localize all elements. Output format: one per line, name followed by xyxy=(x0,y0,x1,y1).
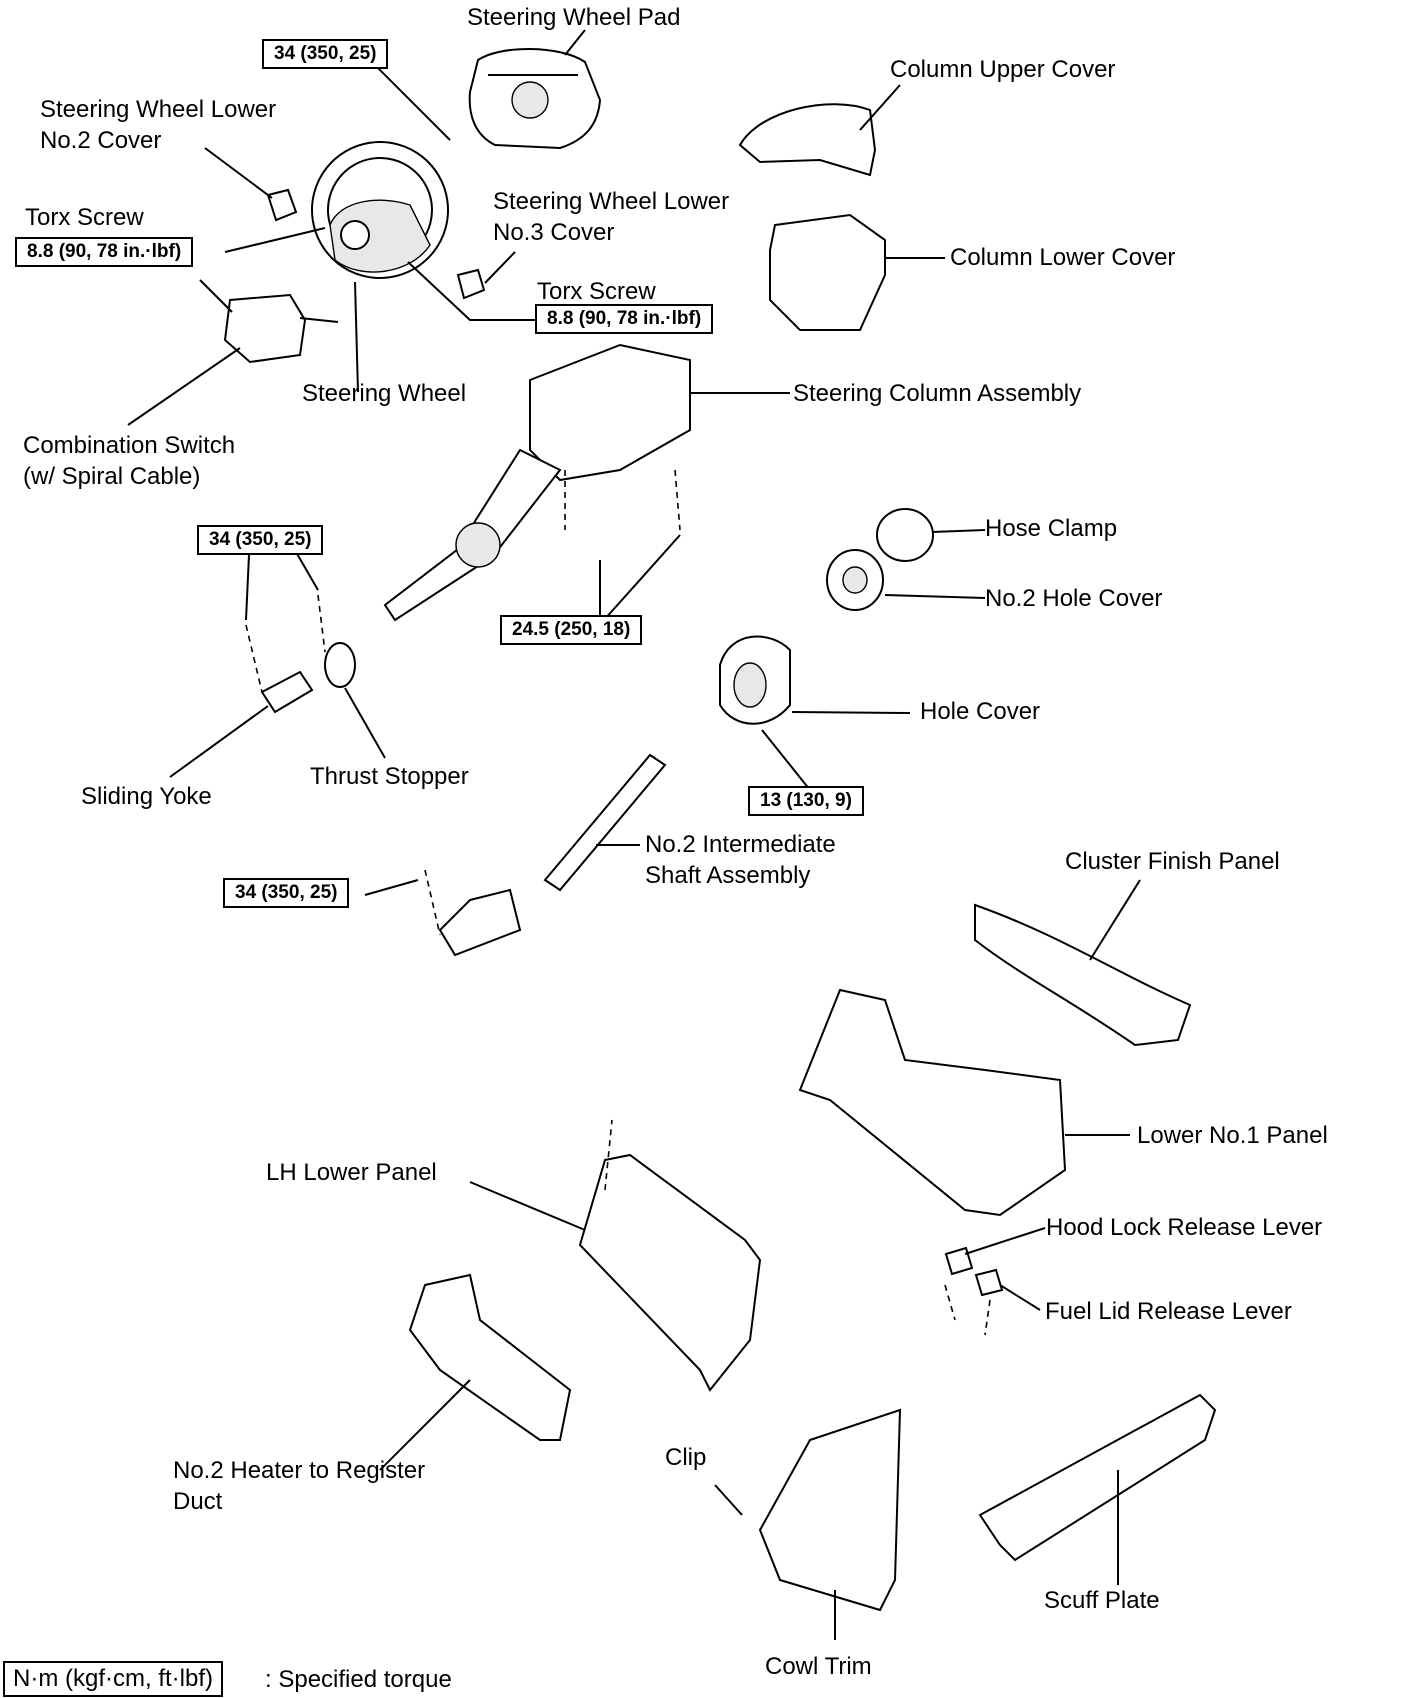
label-steering-column-assembly: Steering Column Assembly xyxy=(793,380,1082,407)
sliding-yoke-part xyxy=(260,670,314,714)
label-steering-wheel: Steering Wheel xyxy=(302,380,467,407)
torque-box-yoke-bolts: 34 (350, 25) xyxy=(197,525,324,555)
cowl-trim-part xyxy=(758,1408,902,1612)
torque-box-torx-left: 8.8 (90, 78 in.·lbf) xyxy=(15,237,194,267)
combination-switch-part xyxy=(199,279,339,364)
hood-lock-lever-part xyxy=(944,1246,974,1276)
steering-wheel-pad-part xyxy=(468,48,602,150)
fuel-lid-lever-part xyxy=(974,1268,1004,1297)
sw-lower-no3-cover-part xyxy=(456,268,486,300)
label-scuff-plate: Scuff Plate xyxy=(1044,1587,1160,1614)
torque-box-column-nuts: 24.5 (250, 18) xyxy=(500,615,643,645)
label-torx-screw-left: Torx Screw xyxy=(25,204,144,231)
torque-box-torx-center: 8.8 (90, 78 in.·lbf) xyxy=(535,304,714,334)
label-column-upper-cover: Column Upper Cover xyxy=(890,56,1116,83)
sw-lower-no2-cover-part xyxy=(266,188,298,222)
label-sw-lower-no2-cover-line1: Steering Wheel Lower xyxy=(40,96,277,123)
torque-box-wheel-nut: 34 (350, 25) xyxy=(262,39,389,69)
label-clip: Clip xyxy=(665,1444,707,1471)
cluster-finish-panel-part xyxy=(974,903,1192,1047)
steering-wheel-part xyxy=(311,141,449,279)
legend-text: : Specified torque xyxy=(265,1666,452,1693)
label-column-lower-cover: Column Lower Cover xyxy=(950,244,1176,271)
label-hose-clamp: Hose Clamp xyxy=(985,515,1118,542)
label-sw-lower-no3-cover-line1: Steering Wheel Lower xyxy=(493,188,730,215)
label-steering-wheel-pad: Steering Wheel Pad xyxy=(467,4,681,31)
label-sliding-yoke: Sliding Yoke xyxy=(81,783,212,810)
intermediate-shaft-part xyxy=(438,753,667,957)
lower-no1-panel-part xyxy=(798,988,1067,1217)
label-hood-lock-release-lever: Hood Lock Release Lever xyxy=(1046,1214,1323,1241)
heater-duct-part xyxy=(408,1273,572,1441)
torque-box-hole-cover-bolts: 13 (130, 9) xyxy=(748,786,864,816)
label-hole-cover: Hole Cover xyxy=(920,698,1041,725)
label-sw-lower-no3-cover-line2: No.3 Cover xyxy=(493,219,615,246)
label-thrust-stopper: Thrust Stopper xyxy=(310,763,469,790)
label-combination-switch-line2: (w/ Spiral Cable) xyxy=(23,463,201,490)
scuff-plate-part xyxy=(978,1393,1217,1562)
steering-column-part xyxy=(383,343,691,622)
label-torx-screw-center: Torx Screw xyxy=(537,278,656,305)
label-cluster-finish-panel: Cluster Finish Panel xyxy=(1065,848,1280,875)
column-lower-cover-part xyxy=(769,213,886,331)
label-no2-intermediate-line1: No.2 Intermediate xyxy=(645,831,836,858)
label-no2-heater-duct-line1: No.2 Heater to Register xyxy=(173,1457,426,1484)
hose-clamp-part xyxy=(876,508,934,562)
label-no2-heater-duct-line2: Duct xyxy=(173,1488,223,1515)
torque-box-intermediate-bolt: 34 (350, 25) xyxy=(223,878,350,908)
label-lower-no1-panel: Lower No.1 Panel xyxy=(1137,1122,1328,1149)
label-no2-intermediate-line2: Shaft Assembly xyxy=(645,862,811,889)
thrust-stopper-part xyxy=(324,642,356,688)
label-cowl-trim: Cowl Trim xyxy=(765,1653,872,1680)
label-lh-lower-panel: LH Lower Panel xyxy=(266,1159,437,1186)
label-combination-switch-line1: Combination Switch xyxy=(23,432,236,459)
legend-torque-unit: N·m (kgf·cm, ft·lbf) xyxy=(3,1661,223,1697)
label-no2-hole-cover: No.2 Hole Cover xyxy=(985,585,1163,612)
lh-lower-panel-part xyxy=(578,1153,762,1392)
label-sw-lower-no2-cover-line2: No.2 Cover xyxy=(40,127,162,154)
column-upper-cover-part xyxy=(738,103,877,177)
label-fuel-lid-release-lever: Fuel Lid Release Lever xyxy=(1045,1298,1292,1325)
